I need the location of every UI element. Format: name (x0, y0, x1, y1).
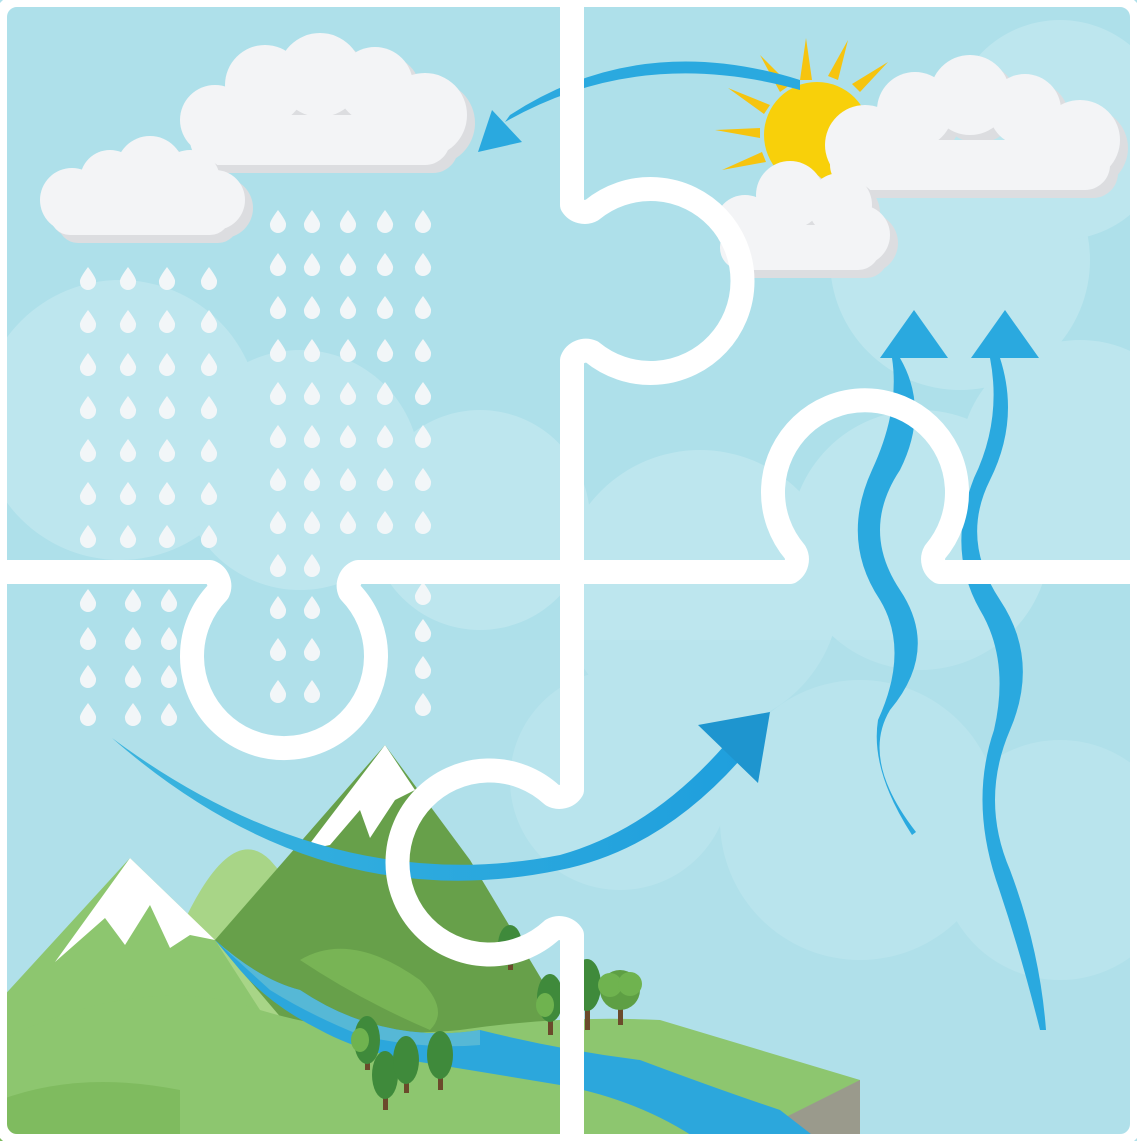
tree-icon (536, 993, 554, 1017)
tree-icon (351, 1028, 369, 1052)
